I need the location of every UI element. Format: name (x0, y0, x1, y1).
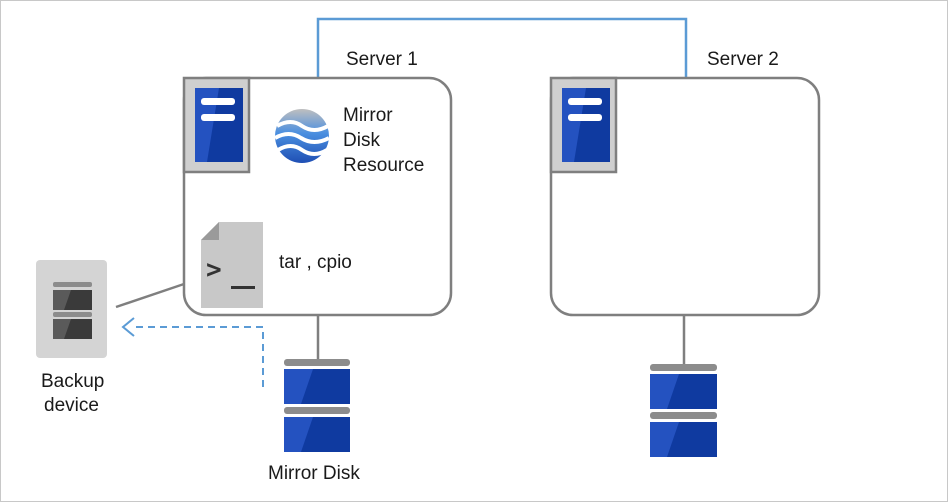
server1-label: Server 1 (346, 49, 418, 70)
backup-server-line (115, 282, 185, 309)
mirror-disk-icon (284, 359, 350, 452)
backup-device-line1: Backup (41, 371, 104, 392)
mirror-resource-line1: Mirror (343, 105, 393, 126)
mirror-disk-resource-icon (274, 109, 330, 163)
svg-text:>: > (206, 255, 222, 285)
backup-flow-arrow (121, 317, 264, 387)
mirror-resource-line2: Disk (343, 130, 380, 151)
backup-device-icon (36, 260, 107, 358)
mirror-disk-label: Mirror Disk (268, 463, 360, 484)
mirror-resource-line3: Resource (343, 155, 424, 176)
command-text: tar , cpio (279, 252, 352, 273)
interconnect-line (316, 17, 688, 78)
backup-device-line2: device (44, 395, 99, 416)
terminal-script-icon: > (201, 222, 263, 308)
server2-disk-icon (650, 364, 717, 457)
server2-label: Server 2 (707, 49, 779, 70)
server2-icon (549, 76, 618, 174)
server1-icon (182, 76, 251, 174)
